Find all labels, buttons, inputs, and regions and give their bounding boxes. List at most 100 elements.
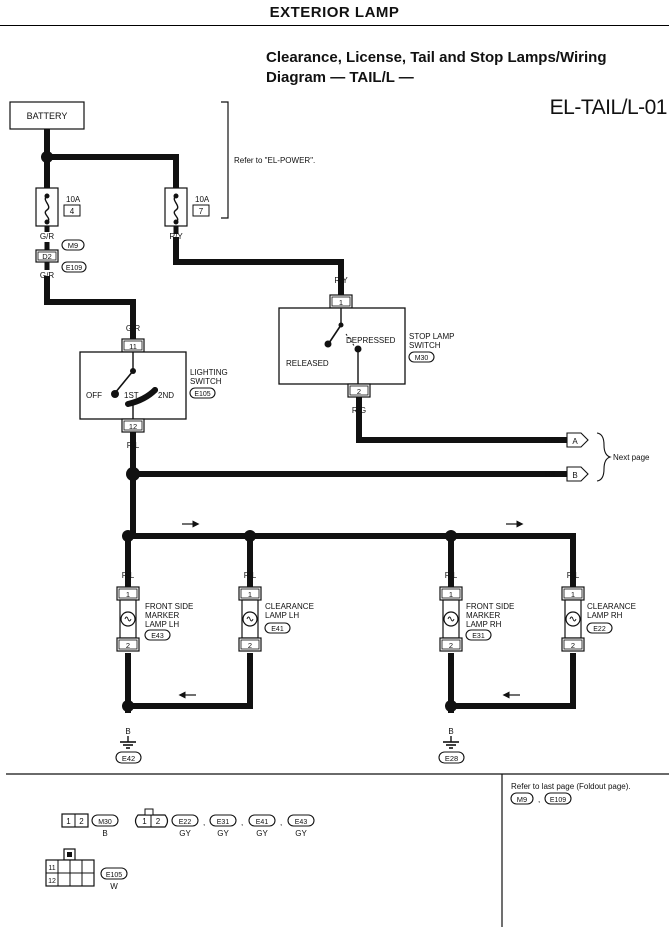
wire-label-b-ground-left: B bbox=[125, 727, 130, 736]
wire-label-b-lamp3: B bbox=[448, 659, 453, 668]
lamp2-pin-top: 1 bbox=[248, 590, 252, 599]
lighting-name-line2: SWITCH bbox=[190, 377, 222, 386]
legend-refer-sep: , bbox=[538, 795, 540, 804]
lighting-name-line1: LIGHTING bbox=[190, 368, 228, 377]
legend-e22-color: GY bbox=[179, 829, 191, 838]
battery-label: BATTERY bbox=[27, 111, 68, 121]
wire-label-r-l-lamp2: R/L bbox=[244, 571, 257, 580]
lighting-pos-2nd: 2ND bbox=[158, 391, 174, 400]
stop-depressed-label: DEPRESSED bbox=[346, 336, 396, 345]
lighting-pos-1st: 1ST bbox=[124, 391, 139, 400]
lamp2-line1: CLEARANCE bbox=[265, 602, 314, 611]
ground-left: B E42 bbox=[115, 727, 142, 764]
legend-m30-connector: 1 2 M30 B bbox=[61, 813, 119, 838]
diagram-title: Clearance, License, Tail and Stop Lamps/… bbox=[266, 48, 607, 88]
lamp3-pin-bottom: 2 bbox=[449, 641, 453, 650]
legend-lamp-pin1: 1 bbox=[142, 817, 147, 826]
junction-dots bbox=[41, 151, 457, 712]
lighting-connector-tag: E105 bbox=[194, 391, 210, 398]
legend-e105-pin12: 12 bbox=[48, 878, 56, 885]
ground-right: B E28 bbox=[438, 727, 465, 764]
refer-bracket: Refer to "EL-POWER". bbox=[221, 101, 315, 219]
legend-refer-m9: M9 bbox=[517, 795, 527, 804]
fuse-left-rating: 10A bbox=[66, 195, 81, 204]
wire-label-r-y-stop: R/Y bbox=[334, 276, 348, 285]
wire-r-y bbox=[173, 237, 344, 299]
stop-released-label: RELEASED bbox=[286, 359, 329, 368]
lamp1-connector: E43 bbox=[151, 633, 164, 640]
lamp4-pin-top: 1 bbox=[571, 590, 575, 599]
legend-e41: E41 bbox=[256, 819, 269, 826]
connector-d2: D2 M9 E109 G/R bbox=[35, 239, 87, 280]
legend-e41-color: GY bbox=[256, 829, 268, 838]
wire-label-b-lamp1: B bbox=[125, 659, 130, 668]
legend-lamp-pin2: 2 bbox=[156, 817, 161, 826]
legend-lamp-connector: 1 2 E22 GY , E31 GY , E41 GY , E43 GY bbox=[134, 808, 315, 838]
lamp4-line2: LAMP RH bbox=[587, 611, 623, 620]
lamp4-connector: E22 bbox=[593, 626, 606, 633]
fuse-right-number: 7 bbox=[199, 207, 204, 216]
stop-pin-top: 1 bbox=[339, 298, 343, 307]
lamp-clearance-lh: R/L 1 2 B CLEARANCE LAMP LH E41 bbox=[238, 571, 314, 668]
wire-ground-rh-return bbox=[448, 653, 576, 709]
legend-e22: E22 bbox=[179, 819, 192, 826]
diagram-title-line1: Clearance, License, Tail and Stop Lamps/… bbox=[266, 49, 607, 66]
wire-r-l-lamp-bus bbox=[130, 527, 576, 591]
connector-e109-tag: E109 bbox=[66, 265, 82, 272]
legend-sep1: , bbox=[203, 818, 205, 827]
lamp3-line3: LAMP RH bbox=[466, 620, 502, 629]
terminal-a: A bbox=[572, 437, 578, 446]
lighting-pin-top: 11 bbox=[129, 342, 137, 351]
legend-e31-color: GY bbox=[217, 829, 229, 838]
stop-name-line1: STOP LAMP bbox=[409, 332, 455, 341]
wire-ground-lh-return bbox=[125, 653, 253, 709]
wire-label-b-lamp2: B bbox=[247, 659, 252, 668]
lighting-pos-off: OFF bbox=[86, 391, 102, 400]
fuse-left: 10A 4 bbox=[35, 187, 81, 227]
stop-connector-tag: M30 bbox=[415, 355, 429, 362]
wire-label-g-r-fuse: G/R bbox=[40, 232, 54, 241]
wire-label-g-r-d2: G/R bbox=[40, 271, 54, 280]
wire-label-g-r-switch: G/R bbox=[126, 324, 140, 333]
header-rule bbox=[0, 25, 669, 26]
lamp1-line1: FRONT SIDE bbox=[145, 602, 193, 611]
legend-e31: E31 bbox=[217, 819, 230, 826]
current-arrows bbox=[178, 520, 524, 699]
lamp-front-side-rh: R/L 1 2 B FRONT SIDE MARKER LAMP RH E31 bbox=[439, 571, 514, 668]
wire-r-g-next-page bbox=[356, 395, 570, 443]
lamp2-pin-bottom: 2 bbox=[248, 641, 252, 650]
terminal-b: B bbox=[572, 471, 577, 480]
lamp-front-side-lh: R/L 1 2 B FRONT SIDE MARKER LAMP LH E43 bbox=[116, 571, 193, 668]
connector-d2-label: D2 bbox=[42, 252, 52, 261]
lighting-pin-bottom: 12 bbox=[129, 422, 137, 431]
legend-m30-pin1: 1 bbox=[66, 817, 71, 826]
wire-label-r-g-stop: R/G bbox=[352, 406, 366, 415]
lamp3-connector: E31 bbox=[472, 633, 485, 640]
lamp-clearance-rh: R/L 1 2 B CLEARANCE LAMP RH E22 bbox=[561, 571, 636, 668]
legend-e105-pin11: 11 bbox=[48, 865, 55, 872]
wire-label-r-y-fuse: R/Y bbox=[169, 232, 183, 241]
lamp3-pin-top: 1 bbox=[449, 590, 453, 599]
wire-label-r-l-lamp1: R/L bbox=[122, 571, 135, 580]
section-title: EXTERIOR LAMP bbox=[269, 4, 400, 21]
legend-refer: Refer to last page (Foldout page). M9 , … bbox=[510, 782, 631, 805]
diagram-code: EL-TAIL/L-01 bbox=[549, 96, 668, 119]
stop-name-line2: SWITCH bbox=[409, 341, 441, 350]
wire-label-r-l-switch: R/L bbox=[127, 441, 140, 450]
ground-left-connector: E42 bbox=[122, 754, 135, 763]
stop-lamp-switch: R/Y 1 DEPRESSED RELEASED 2 STOP LAMP SWI… bbox=[278, 276, 455, 415]
wire-g-r bbox=[44, 276, 136, 343]
legend-m30-label: M30 bbox=[98, 819, 112, 826]
wire-label-b-ground-right: B bbox=[448, 727, 453, 736]
lighting-switch: G/R 11 OFF 1ST 2ND 12 LIGHTING SWITCH E1… bbox=[79, 324, 228, 450]
lamp3-line1: FRONT SIDE bbox=[466, 602, 514, 611]
next-page-terminals: R/G A R/L B Next page bbox=[545, 432, 650, 482]
fuse-left-number: 4 bbox=[70, 207, 75, 216]
battery: BATTERY bbox=[9, 101, 85, 130]
lamp2-line2: LAMP LH bbox=[265, 611, 299, 620]
legend-e43: E43 bbox=[295, 819, 308, 826]
legend-e105-label: E105 bbox=[106, 872, 122, 879]
wire-label-r-l-lamp3: R/L bbox=[445, 571, 458, 580]
legend-sep2: , bbox=[241, 818, 243, 827]
